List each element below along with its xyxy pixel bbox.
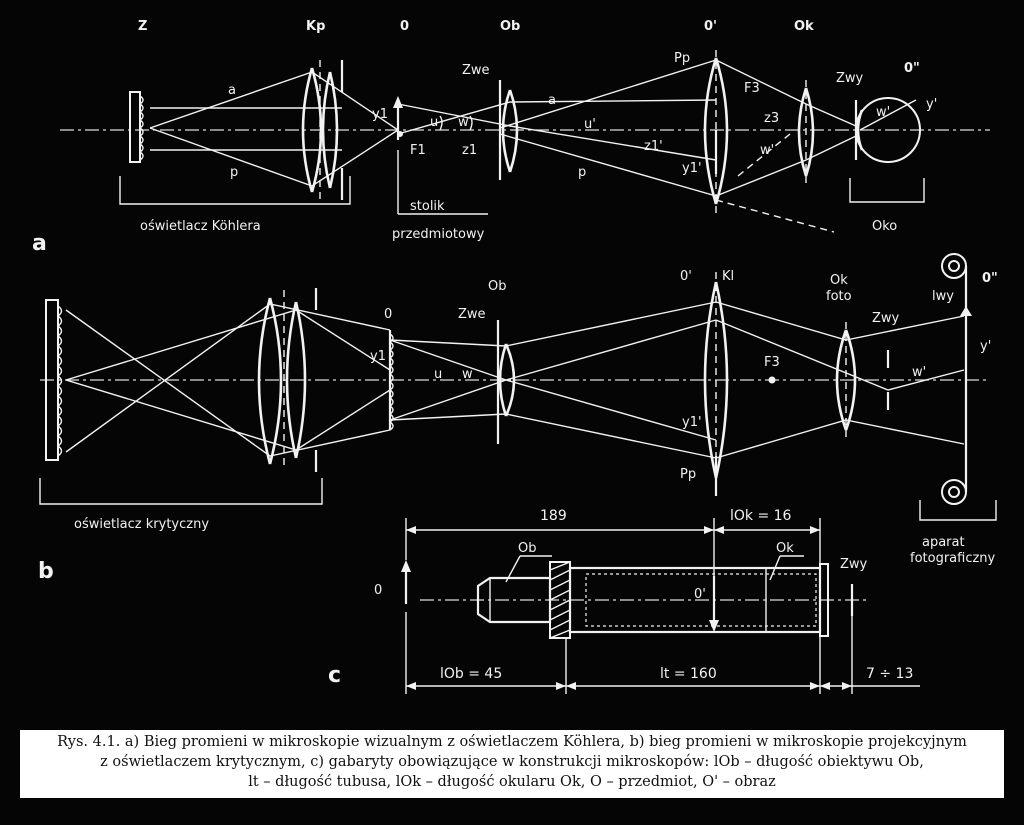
bracket-illuminator-a bbox=[119, 176, 351, 205]
label-Zwe-a: Zwe bbox=[462, 63, 490, 78]
label-O-b: 0 bbox=[384, 307, 392, 322]
label-ray-p2: p bbox=[578, 165, 586, 180]
label-u-b: u bbox=[434, 367, 442, 382]
label-foto: foto bbox=[826, 289, 852, 304]
label-Pp-a: Pp bbox=[674, 51, 690, 66]
label-Zwy-b: Zwy bbox=[872, 311, 900, 326]
label-fotograficzny: fotograficzny bbox=[910, 551, 996, 566]
label-aparat: aparat bbox=[922, 535, 965, 550]
eyepiece-flange bbox=[819, 563, 829, 637]
label-y-prime-a: y' bbox=[926, 97, 937, 112]
label-Zwy-c: Zwy bbox=[840, 557, 868, 572]
label-Zwy-a: Zwy bbox=[836, 71, 864, 86]
label-F3-b: F3 bbox=[764, 355, 780, 370]
label-y1: y1 bbox=[372, 107, 388, 122]
label-u: u bbox=[430, 115, 438, 130]
panel-a: a Z Kp 0 Ob 0' Ok a p bbox=[32, 19, 990, 256]
label-O-prime: 0' bbox=[704, 19, 717, 34]
caption-line-3: lt – długość tubusa, lOk – długość okula… bbox=[248, 774, 776, 790]
caption-line-1: Rys. 4.1. a) Bieg promieni w mikroskopie… bbox=[57, 734, 967, 750]
caption-line-2: z oświetlaczem krytycznym, c) gabaryty o… bbox=[100, 754, 924, 770]
label-w-prime-b: w' bbox=[912, 365, 926, 380]
bracket-eye bbox=[849, 178, 925, 203]
label-z1: z1 bbox=[462, 143, 477, 158]
label-w-b: w bbox=[462, 367, 473, 382]
dim-189: 189 bbox=[540, 508, 567, 524]
field-lens-b bbox=[703, 272, 729, 496]
label-F1: F1 bbox=[410, 143, 426, 158]
objective-lens-a bbox=[498, 80, 519, 180]
label-O-prime-c: 0' bbox=[694, 587, 706, 602]
label-oko: Oko bbox=[872, 219, 897, 234]
label-Ob: Ob bbox=[500, 19, 520, 34]
label-y1-b: y1 bbox=[370, 349, 386, 364]
label-stolik: stolik bbox=[410, 199, 445, 214]
label-Ok-c: Ok bbox=[776, 541, 794, 556]
figure-caption: Rys. 4.1. a) Bieg promieni w mikroskopie… bbox=[20, 730, 1004, 798]
label-O-prime-b: 0' bbox=[680, 269, 692, 284]
lamp-filament-a bbox=[129, 91, 144, 163]
label-ray-p: p bbox=[230, 165, 238, 180]
label-O: 0 bbox=[400, 19, 409, 34]
ray-object-a1 bbox=[397, 103, 717, 161]
eye-outline bbox=[855, 97, 921, 163]
label-Ob-b: Ob bbox=[488, 279, 506, 294]
label-w: w bbox=[458, 115, 469, 130]
label-z1-prime: z1' bbox=[644, 139, 663, 154]
condenser-lens-kp bbox=[301, 60, 344, 200]
label-O-c: 0 bbox=[374, 583, 382, 598]
bracket-camera bbox=[919, 500, 997, 521]
panel-c: c 0 0' Ob Ok Zwy bbox=[328, 508, 920, 694]
label-illuminator-kohler: oświetlacz Köhlera bbox=[140, 219, 261, 234]
dim-lt: lt = 160 bbox=[660, 666, 717, 682]
label-y1-prime-a: y1' bbox=[682, 161, 702, 176]
label-Ok: Ok bbox=[794, 19, 814, 34]
bracket-illuminator-b bbox=[39, 478, 323, 505]
label-O-dbl-b: 0" bbox=[982, 271, 998, 286]
dim-lok: lOk = 16 bbox=[730, 508, 792, 524]
eyepiece-lens-a bbox=[797, 80, 815, 184]
label-w-prime-a: w' bbox=[760, 143, 774, 158]
knurled-collar bbox=[549, 561, 571, 639]
panel-a-letter: a bbox=[32, 231, 47, 256]
label-ray-a2: a bbox=[548, 93, 556, 108]
label-F3-a: F3 bbox=[744, 81, 760, 96]
dim-lob: lOb = 45 bbox=[440, 666, 502, 682]
ray-a-upper bbox=[149, 71, 399, 131]
label-lwy: lwy bbox=[932, 289, 954, 304]
label-illuminator-critical: oświetlacz krytyczny bbox=[74, 517, 209, 532]
panel-b-letter: b bbox=[38, 559, 54, 584]
panel-b: b 0 y1 u w bbox=[38, 253, 998, 584]
label-Zwe-b: Zwe bbox=[458, 307, 486, 322]
label-O-dbl-a: 0" bbox=[904, 61, 920, 76]
camera-film bbox=[941, 253, 972, 505]
label-y1-prime-b: y1' bbox=[682, 415, 702, 430]
ray-a-lower bbox=[149, 127, 399, 187]
label-Pp-b: Pp bbox=[680, 467, 696, 482]
label-u-prime: u' bbox=[584, 117, 596, 132]
label-Kl: Kl bbox=[722, 269, 734, 284]
label-Kp: Kp bbox=[306, 19, 325, 34]
field-lens-a bbox=[703, 50, 729, 214]
photo-eyepiece-lens bbox=[835, 322, 857, 438]
label-Z: Z bbox=[138, 19, 147, 34]
objective-lens-b bbox=[496, 320, 516, 444]
panel-c-letter: c bbox=[328, 663, 341, 688]
label-przedmiotowy: przedmiotowy bbox=[392, 227, 485, 242]
label-y-prime-b: y' bbox=[980, 339, 991, 354]
label-Ob-c: Ob bbox=[518, 541, 536, 556]
label-z3: z3 bbox=[764, 111, 779, 126]
label-Ok-b: Ok bbox=[830, 273, 848, 288]
microscope-ray-diagram: a Z Kp 0 Ob 0' Ok a p bbox=[32, 19, 998, 694]
dim-end: 7 ÷ 13 bbox=[866, 666, 913, 682]
label-ray-a: a bbox=[228, 83, 236, 98]
lamp-filament-b bbox=[45, 299, 63, 461]
